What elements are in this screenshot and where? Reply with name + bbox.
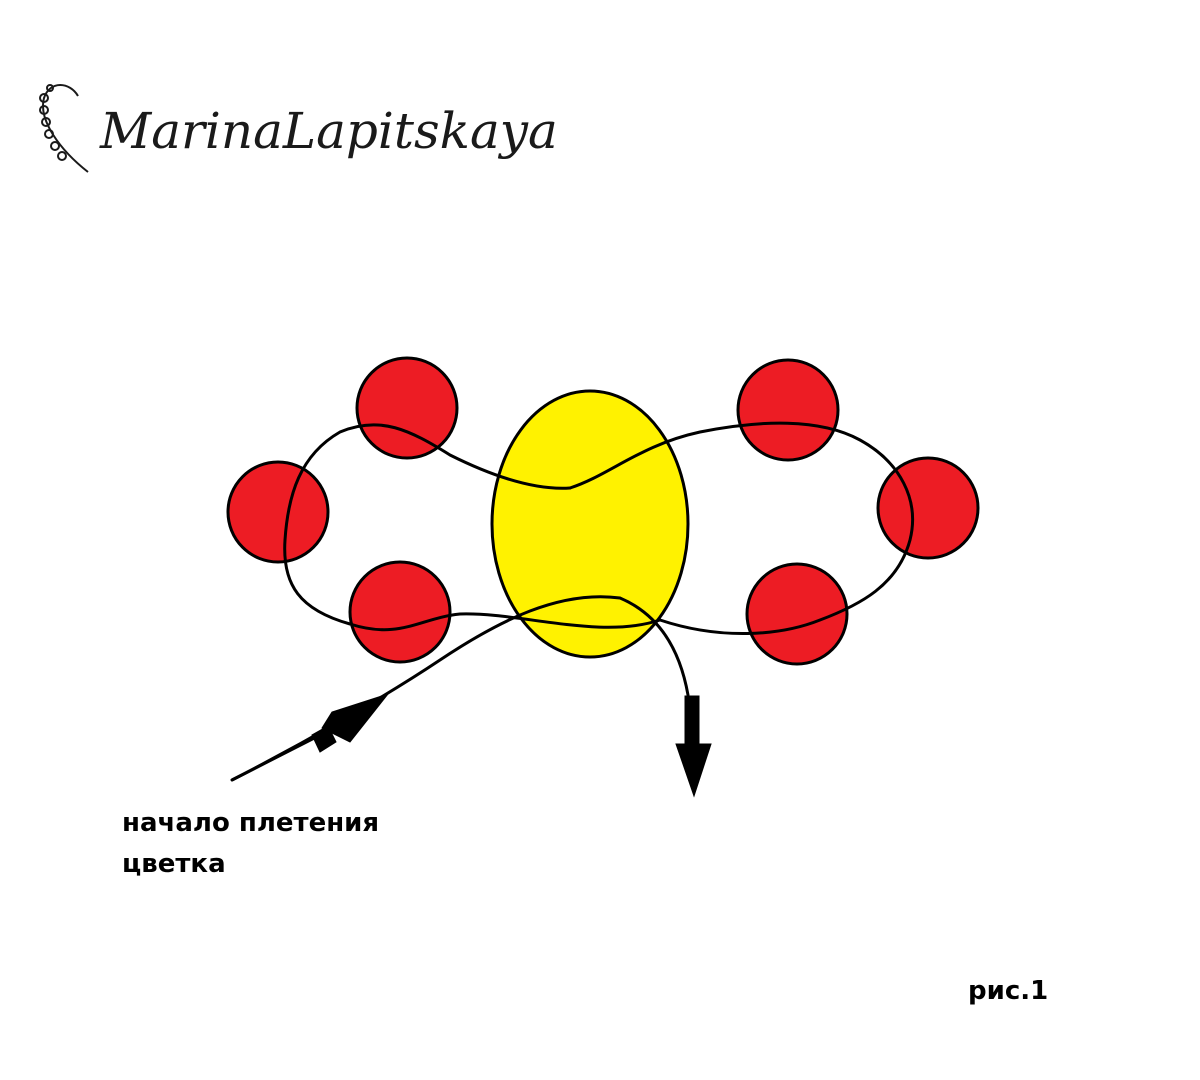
- thread-left-loop: [283, 423, 662, 632]
- petal-bead-bottom-right: [745, 562, 849, 666]
- start-label-line-1: начало плетения: [122, 808, 380, 838]
- figure-label: рис.1: [968, 976, 1049, 1006]
- petal-bead-left: [226, 460, 330, 564]
- petal-bead-top-right: [736, 358, 840, 462]
- thread-right-loop: [568, 421, 915, 636]
- petal-bead-right: [876, 456, 980, 560]
- logo-text: MarinaLapitskaya: [99, 102, 558, 160]
- logo: MarinaLapitskaya: [39, 84, 558, 173]
- petal-bead-bottom-left: [348, 560, 452, 664]
- end-arrow: [675, 695, 712, 798]
- petal-bead-top-left: [355, 356, 459, 460]
- logo-bead-chain: [39, 84, 89, 173]
- start-label-line-2: цветка: [122, 849, 226, 879]
- petal-beads: [226, 356, 980, 666]
- start-arrow: [231, 693, 390, 782]
- center-bead: [490, 389, 690, 659]
